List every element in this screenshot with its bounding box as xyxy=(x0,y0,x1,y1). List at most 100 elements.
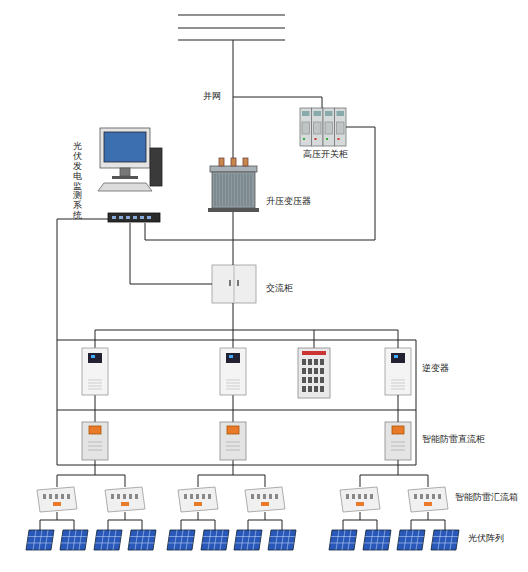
pv-grid xyxy=(28,536,53,537)
dc-cabinet xyxy=(385,422,411,460)
combiner-fuse xyxy=(263,494,266,499)
combiner-breaker xyxy=(424,502,432,506)
monitor-frame xyxy=(100,128,150,168)
pv-grid xyxy=(73,530,76,550)
transformer-node: 升压变压器 xyxy=(205,158,262,212)
pv-panel xyxy=(363,530,391,550)
pv-grid xyxy=(253,530,256,550)
string-wire xyxy=(181,520,182,530)
dc-vent xyxy=(88,442,102,443)
combiner-fuse xyxy=(43,494,46,499)
panel-breaker xyxy=(314,359,318,365)
inverter-led xyxy=(229,355,233,358)
pv-grid xyxy=(432,543,457,544)
pv-grid xyxy=(241,530,244,550)
pv-grid xyxy=(186,530,189,550)
pv-grid xyxy=(79,530,82,550)
transformer-cover xyxy=(210,166,257,172)
inverter-cabinet xyxy=(82,348,108,395)
pv-grid xyxy=(348,530,351,550)
dc-link xyxy=(95,395,96,422)
string-wire xyxy=(411,520,412,530)
combiner-fuse xyxy=(438,494,441,499)
network-switch xyxy=(108,213,160,222)
combiner-fuse xyxy=(208,494,211,499)
pv-grid xyxy=(370,530,373,550)
distribution-panel xyxy=(298,348,330,398)
combiner-fuse xyxy=(61,494,64,499)
dc-link xyxy=(233,395,234,422)
combiner-box xyxy=(105,487,145,512)
string-wire xyxy=(108,520,142,521)
ac-drop xyxy=(314,330,315,348)
panel-breaker xyxy=(320,386,324,392)
panel-breaker xyxy=(314,377,318,383)
device-label: 升压变压器 xyxy=(266,197,311,207)
connector-wire xyxy=(145,127,375,240)
pv-grid xyxy=(174,530,177,550)
pv-grid xyxy=(107,530,110,550)
monitor-base xyxy=(112,176,138,179)
pv-grid xyxy=(135,530,138,550)
panel-breaker xyxy=(308,359,312,365)
string-wire xyxy=(108,520,109,530)
pv-grid xyxy=(342,530,345,550)
inverter-node: 逆变器 xyxy=(385,348,411,395)
transformer-fin xyxy=(221,174,222,206)
pv-grid xyxy=(364,543,389,544)
switch-port xyxy=(112,216,116,219)
dc-vent xyxy=(391,442,405,443)
string-wire xyxy=(282,520,283,530)
string-wire xyxy=(265,512,266,520)
dc-drop xyxy=(360,475,361,487)
combiner-fuse xyxy=(257,494,260,499)
dc-display xyxy=(89,426,101,434)
string-wire xyxy=(248,520,249,530)
switchgear-door xyxy=(314,122,322,134)
pv-grid xyxy=(130,536,155,537)
string-wire xyxy=(57,512,58,520)
panel-breaker xyxy=(320,368,324,374)
pv-grid xyxy=(202,543,227,544)
pv-grid xyxy=(39,530,42,550)
combiner-breaker xyxy=(356,502,364,506)
keyboard xyxy=(98,183,152,191)
pv-grid xyxy=(113,530,116,550)
combiner-fuse xyxy=(49,494,52,499)
combiner-fuse xyxy=(111,494,114,499)
transformer-fin xyxy=(251,174,252,206)
switchgear-door xyxy=(302,122,310,134)
combiner-fuse xyxy=(269,494,272,499)
panel-breaker xyxy=(308,386,312,392)
dc-drop xyxy=(265,475,266,487)
dc-display xyxy=(227,426,239,434)
dc-cabinet xyxy=(82,422,108,460)
pv-grid xyxy=(269,543,294,544)
cabinet-handle xyxy=(229,280,231,286)
panel-breaker xyxy=(320,377,324,383)
panel-breaker xyxy=(320,359,324,365)
combiner-fuse xyxy=(275,494,278,499)
dc-cabinet-node: 智能防雷直流柜 xyxy=(385,422,411,460)
pv-grid xyxy=(95,543,120,544)
string-wire xyxy=(181,520,215,521)
pv-grid xyxy=(33,530,36,550)
switchgear-lamp xyxy=(303,138,305,140)
switchgear-panel xyxy=(300,108,312,146)
combiner-box xyxy=(178,487,218,512)
pv-grid xyxy=(247,530,250,550)
string-wire xyxy=(343,520,344,530)
pv-grid xyxy=(438,530,441,550)
dc-vent xyxy=(226,450,240,451)
ac-cabinet xyxy=(212,265,256,303)
string-wire xyxy=(74,520,75,530)
panel-strip xyxy=(302,351,326,355)
switch-port xyxy=(147,216,151,219)
transformer-fin xyxy=(230,174,231,206)
inverter-vent xyxy=(88,386,102,387)
cabinet-door-line xyxy=(234,266,235,302)
dc-cabinet xyxy=(220,422,246,460)
inverter-vent xyxy=(226,383,240,384)
switchgear-window xyxy=(337,111,345,116)
